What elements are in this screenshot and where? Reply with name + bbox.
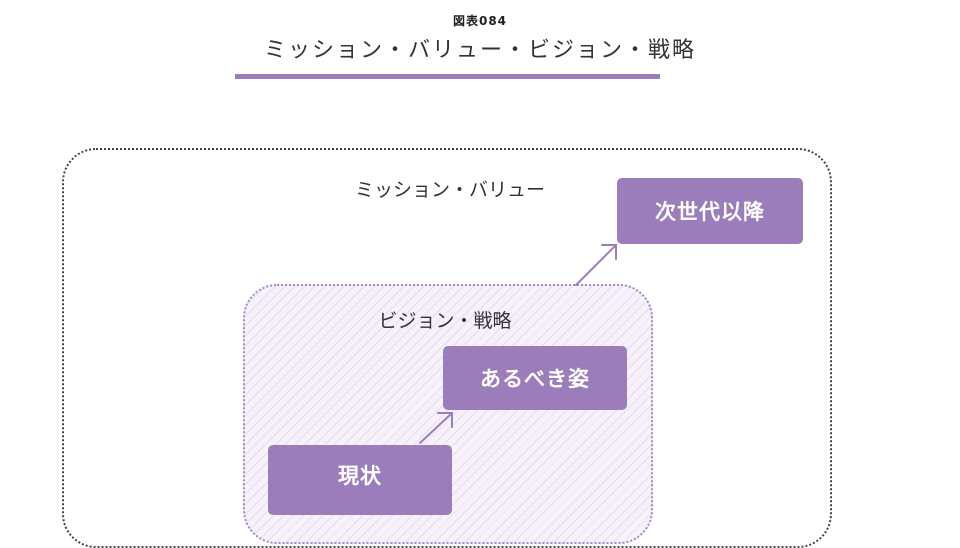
stage-next-generation: 次世代以降: [617, 178, 803, 244]
mission-value-label: ミッション・バリュー: [354, 179, 545, 201]
figure-title: ミッション・バリュー・ビジョン・戦略: [263, 38, 696, 63]
title-underline: [235, 74, 660, 79]
stage-ideal-state: あるべき姿: [443, 346, 627, 410]
vision-strategy-label: ビジョン・戦略: [378, 310, 512, 332]
stage-current-state: 現状: [268, 445, 452, 515]
figure-number: 図表084: [452, 14, 508, 28]
